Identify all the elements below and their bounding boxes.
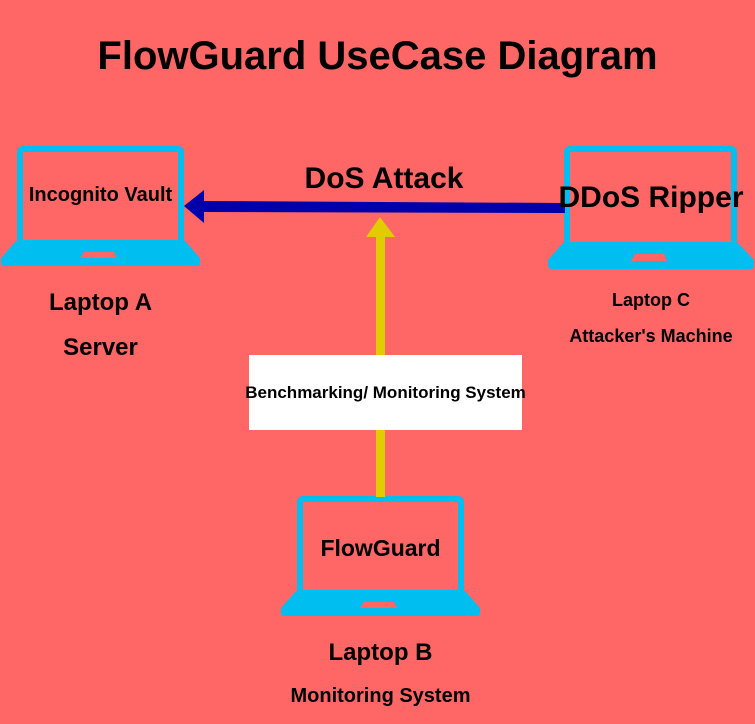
- laptop-a-screen-label: Incognito Vault: [28, 184, 173, 206]
- laptop-c-icon: [548, 146, 754, 269]
- diagram-title: FlowGuard UseCase Diagram: [97, 34, 658, 78]
- laptop-a-role: Server: [63, 334, 138, 361]
- laptop-a-icon: [1, 146, 200, 266]
- laptop-b-name: Laptop B: [328, 639, 433, 666]
- laptop-c-name: Laptop C: [612, 290, 690, 310]
- laptop-b-screen-label: FlowGuard: [320, 535, 441, 561]
- monitoring-system-box: Benchmarking/ Monitoring System: [245, 355, 526, 430]
- attack-label: DoS Attack: [304, 162, 464, 195]
- laptop-a-name: Laptop A: [48, 289, 153, 316]
- laptop-c-role: Attacker's Machine: [569, 326, 733, 346]
- monitoring-system-box-label: Benchmarking/ Monitoring System: [245, 382, 526, 402]
- dos-attack-arrow: [184, 190, 565, 223]
- laptop-c-screen-label: DDoS Ripper: [558, 181, 744, 214]
- laptop-b-role: Monitoring System: [290, 685, 471, 707]
- laptop-b-icon: [281, 496, 480, 616]
